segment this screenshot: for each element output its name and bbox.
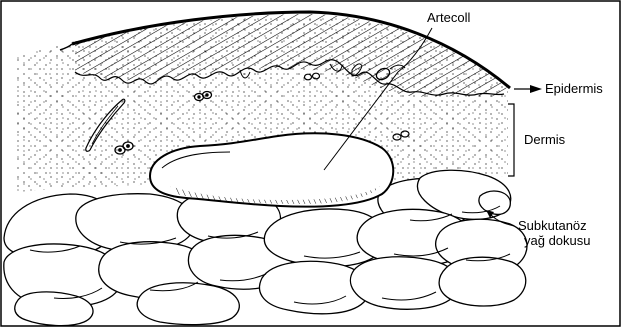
dermis-label: Dermis: [524, 132, 565, 147]
epidermis-arrow: [514, 85, 542, 93]
subcutaneous-label-line1: Subkutanöz: [518, 218, 591, 233]
dermis-bracket: [508, 104, 514, 176]
epidermis-label: Epidermis: [545, 81, 603, 96]
subcutaneous-fat-label: Subkutanöz yağ dokusu: [518, 218, 591, 248]
subcutaneous-label-line2: yağ dokusu: [518, 233, 591, 248]
artecoll-label: Artecoll: [427, 10, 470, 25]
